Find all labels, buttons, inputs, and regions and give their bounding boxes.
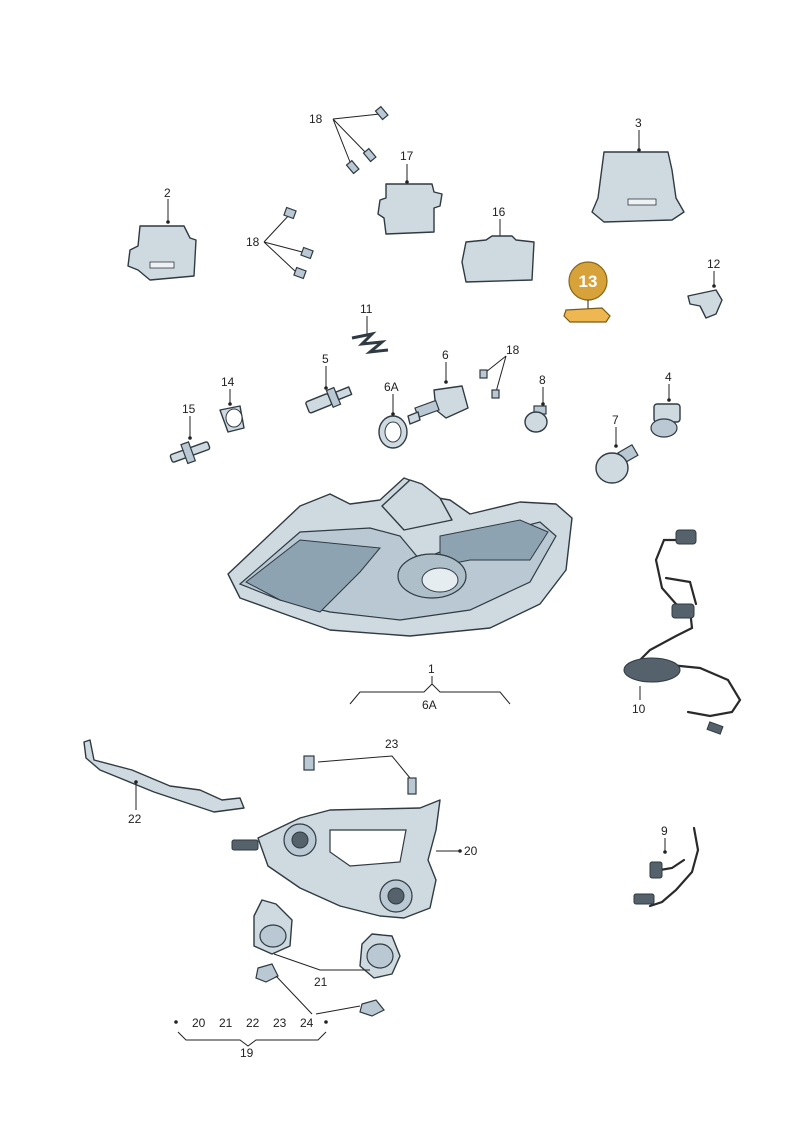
part-15-adjuster-screw[interactable] (168, 436, 212, 468)
kit-item-23: 23 (273, 1016, 287, 1030)
label-6A: 6A (384, 380, 399, 394)
label-9: 9 (661, 824, 668, 838)
label-16: 16 (492, 205, 506, 219)
kit-item-20: 20 (192, 1016, 206, 1030)
part-12-bulb-socket[interactable] (687, 289, 723, 319)
part-4-bulb-holder[interactable] (650, 403, 681, 438)
label-2: 2 (164, 186, 171, 200)
kit-19-list: 20 21 22 23 24 19 (174, 1016, 328, 1060)
part-5-bulb[interactable] (304, 382, 353, 416)
label-7: 7 (612, 413, 619, 427)
label-11: 11 (360, 302, 373, 316)
kit-item-21: 21 (219, 1016, 233, 1030)
part-9-wiring-lead[interactable] (633, 826, 700, 908)
part-22-bracket[interactable] (83, 739, 245, 813)
part-1-headlight-assembly[interactable] (227, 477, 573, 637)
label-5: 5 (322, 352, 329, 366)
part-16-cover[interactable] (461, 235, 535, 283)
label-1-6A: 6A (422, 698, 437, 712)
label-17: 17 (400, 149, 414, 163)
kit-item-24: 24 (300, 1016, 314, 1030)
label-23: 23 (385, 737, 399, 751)
label-14: 14 (221, 375, 235, 389)
part-7-bulb[interactable] (595, 443, 639, 484)
part-13-highlighted[interactable]: 13 (563, 261, 611, 323)
label-4: 4 (665, 370, 672, 384)
label-3: 3 (635, 116, 642, 130)
part-3-cover-cap[interactable] (591, 151, 685, 223)
part-18-screws-top[interactable] (332, 105, 389, 175)
part-2-cover-cap[interactable] (127, 225, 197, 281)
part-18-screws-middle[interactable] (479, 355, 507, 399)
part-6-xenon-bulb[interactable] (407, 385, 469, 425)
part-21-adjusters[interactable] (253, 899, 401, 979)
part-24-nuts[interactable] (255, 963, 385, 1017)
label-18-middle: 18 (506, 343, 520, 357)
label-15: 15 (182, 402, 196, 416)
part-17-control-unit[interactable] (377, 183, 443, 235)
label-1: 1 (428, 662, 435, 676)
label-8: 8 (539, 373, 546, 387)
label-13: 13 (579, 272, 598, 291)
kit-item-22: 22 (246, 1016, 260, 1030)
label-21: 21 (314, 975, 328, 989)
part-14-grommet[interactable] (219, 405, 245, 433)
label-18-top: 18 (309, 112, 323, 126)
part-20-housing[interactable] (231, 799, 441, 919)
label-12: 12 (707, 257, 721, 271)
label-20: 20 (464, 844, 478, 858)
part-8-small-bulb[interactable] (524, 405, 548, 433)
label-6: 6 (442, 348, 449, 362)
part-23-screws[interactable] (303, 755, 417, 795)
part-11-spring-clip[interactable] (351, 331, 389, 355)
part-10-wiring-harness[interactable] (623, 529, 742, 735)
part-6A-retaining-ring[interactable] (378, 415, 408, 449)
label-22: 22 (128, 812, 142, 826)
part-18-screws-left[interactable] (263, 206, 314, 280)
label-10: 10 (632, 702, 646, 716)
label-18-left: 18 (246, 235, 260, 249)
label-19: 19 (240, 1046, 254, 1060)
